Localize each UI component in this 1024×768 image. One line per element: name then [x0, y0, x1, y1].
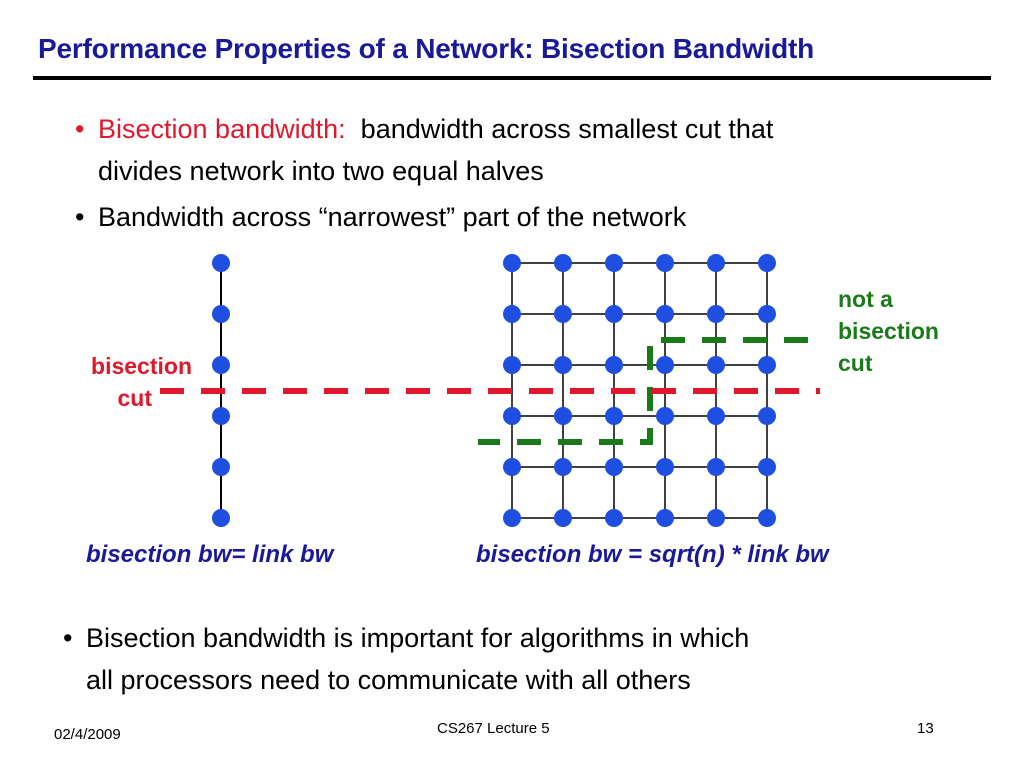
mesh-node: [554, 407, 572, 425]
bullet-dot: •: [75, 202, 85, 232]
mesh-node: [605, 458, 623, 476]
mesh-node: [656, 305, 674, 323]
linear-network-node: [212, 407, 230, 425]
bullet-line: Bisection bandwidth: bandwidth across sm…: [75, 108, 975, 150]
mesh-node: [554, 509, 572, 527]
linear-network-node: [212, 509, 230, 527]
mesh-node: [503, 458, 521, 476]
bullet-importance: • Bisection bandwidth is important for a…: [63, 617, 963, 701]
mesh-node: [605, 305, 623, 323]
definition-text: bandwidth across smallest cut that: [360, 114, 774, 144]
mesh-node: [656, 458, 674, 476]
mesh-node: [554, 305, 572, 323]
linear-network-node: [212, 356, 230, 374]
footer-course: CS267 Lecture 5: [437, 720, 550, 737]
mesh-node: [503, 407, 521, 425]
mesh-node: [707, 407, 725, 425]
linear-network-node: [212, 305, 230, 323]
mesh-node: [605, 407, 623, 425]
bullet-narrowest-part: • Bandwidth across “narrowest” part of t…: [75, 196, 975, 238]
linear-network-node: [212, 458, 230, 476]
bullet-text: Bandwidth across “narrowest” part of the…: [98, 202, 687, 232]
bullet-bisection-definition: • Bisection bandwidth: bandwidth across …: [75, 108, 975, 192]
footer-page-number: 13: [917, 720, 934, 737]
mesh-node: [503, 509, 521, 527]
bullet-dot: •: [75, 114, 85, 144]
mesh-node: [656, 356, 674, 374]
term-bisection-bandwidth: Bisection bandwidth:: [98, 114, 346, 144]
mesh-node: [758, 407, 776, 425]
network-nodes: [212, 254, 776, 527]
mesh-node: [503, 254, 521, 272]
mesh-node: [605, 509, 623, 527]
linear-network-node: [212, 254, 230, 272]
mesh-node: [758, 356, 776, 374]
bullet-line-continued: divides network into two equal halves: [98, 156, 544, 186]
bullet-line-continued: all processors need to communicate with …: [86, 665, 691, 695]
mesh-node: [605, 254, 623, 272]
linear-network-caption: bisection bw= link bw: [86, 541, 334, 568]
slide-title: Performance Properties of a Network: Bis…: [38, 33, 815, 64]
mesh-node: [707, 458, 725, 476]
mesh-node: [758, 305, 776, 323]
mesh-node: [554, 458, 572, 476]
cut-lines: [160, 337, 820, 445]
bullet-line: Bisection bandwidth is important for alg…: [86, 623, 750, 653]
mesh-node: [605, 356, 623, 374]
mesh-node: [554, 254, 572, 272]
mesh-node: [758, 254, 776, 272]
mesh-node: [707, 356, 725, 374]
bisection-cut-label-line2: cut: [117, 385, 153, 411]
mesh-node: [656, 509, 674, 527]
not-bisection-label-line3: cut: [838, 350, 873, 376]
not-bisection-label-line2: bisection: [838, 318, 939, 344]
mesh-node: [707, 509, 725, 527]
bullet-dot: •: [63, 623, 73, 653]
footer-date: 02/4/2009: [54, 726, 121, 743]
mesh-node: [656, 254, 674, 272]
mesh-node: [656, 407, 674, 425]
not-bisection-label-line1: not a: [838, 286, 893, 312]
mesh-node: [707, 305, 725, 323]
mesh-network-caption: bisection bw = sqrt(n) * link bw: [476, 541, 829, 568]
not-bisection-cut-label: not a bisection cut: [838, 283, 939, 379]
bisection-cut-label-line1: bisection: [91, 353, 192, 379]
mesh-node: [503, 356, 521, 374]
mesh-node: [758, 509, 776, 527]
title-underline: [33, 76, 991, 80]
bisection-cut-label: bisection cut: [68, 350, 192, 414]
mesh-node: [503, 305, 521, 323]
mesh-node: [707, 254, 725, 272]
mesh-node: [554, 356, 572, 374]
mesh-node: [758, 458, 776, 476]
not-bisection-cut-line: [478, 337, 808, 445]
